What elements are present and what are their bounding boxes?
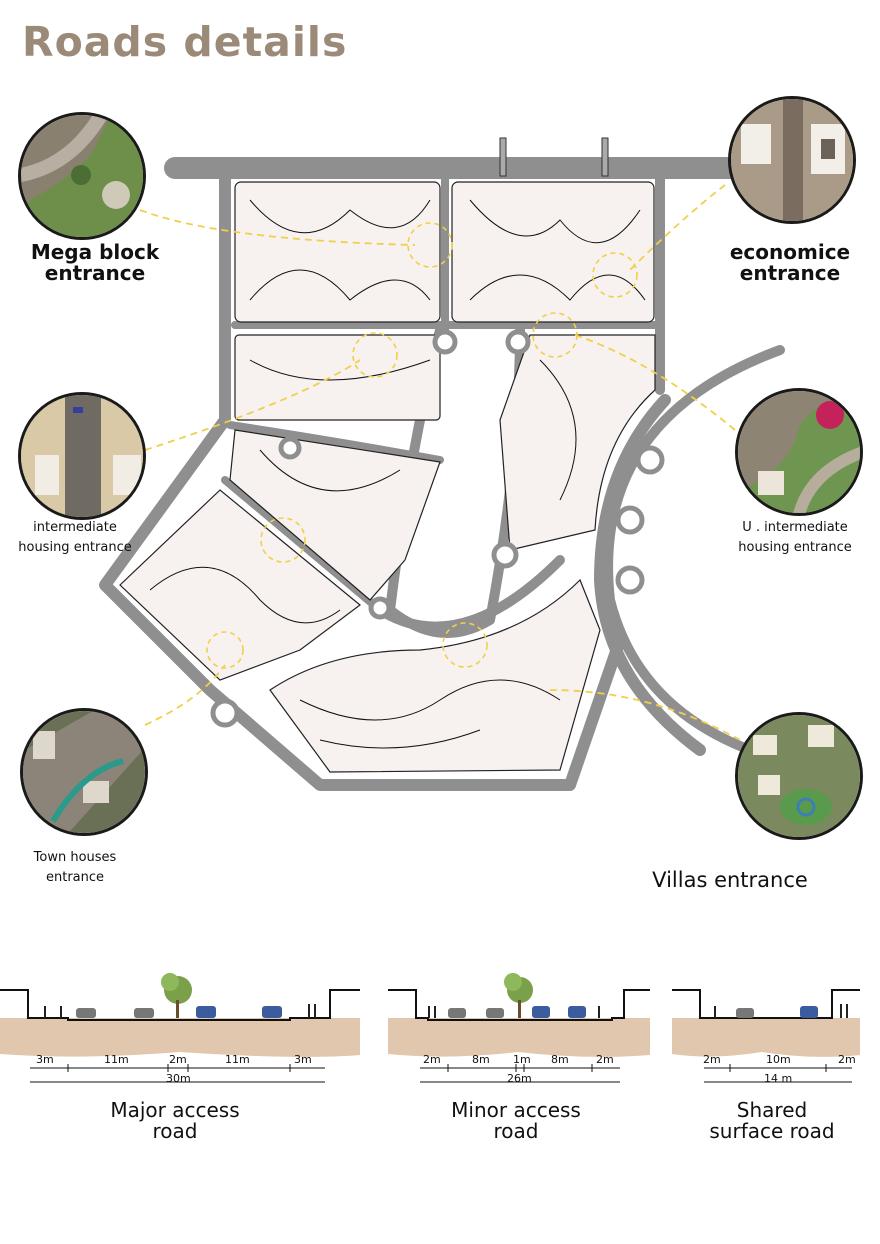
major-dim-4: 11m [225, 1053, 250, 1066]
west-housing-area [234, 334, 441, 421]
minor-dim-5: 2m [596, 1053, 614, 1066]
major-dim-lines [30, 1064, 325, 1083]
minor-dim-lines [420, 1064, 620, 1083]
major-dim-3: 2m [169, 1053, 187, 1066]
page-title: Roads details [22, 18, 348, 66]
u-intermediate-entrance-thumbnail [735, 388, 863, 516]
villas-entrance-thumbnail [735, 712, 863, 840]
mega-block-entrance-thumbnail [18, 112, 146, 240]
villas-arc [603, 345, 785, 765]
intermediate-entrance-thumbnail [18, 392, 146, 520]
shared-dim-2: 10m [766, 1053, 791, 1066]
minor-total: 26m [507, 1072, 532, 1085]
u-intermediate-area [499, 334, 656, 551]
major-dim-1: 3m [36, 1053, 54, 1066]
cross-road-2 [226, 421, 444, 464]
economic-entrance-thumbnail [728, 96, 856, 224]
shared-dim-3: 2m [838, 1053, 856, 1066]
master-plan [99, 137, 785, 791]
diagonal-road [221, 476, 384, 614]
minor-dim-1: 2m [423, 1053, 441, 1066]
mega-block-area [234, 181, 441, 323]
left-edge-road [99, 172, 626, 791]
shared-dim-lines [704, 1064, 852, 1083]
intermediate-area [229, 429, 441, 601]
minor-dim-2: 8m [472, 1053, 490, 1066]
shared-dim-1: 2m [703, 1053, 721, 1066]
town-houses-area [119, 489, 361, 681]
town-houses-entrance-thumbnail [20, 708, 148, 836]
shared-total: 14 m [764, 1072, 793, 1085]
major-dim-2: 11m [104, 1053, 129, 1066]
minor-road-section [388, 973, 650, 1057]
villas-area [269, 578, 601, 773]
minor-dim-3: 1m [513, 1053, 531, 1066]
shared-road-section [672, 989, 860, 1057]
economic-block-area [451, 181, 655, 323]
villas-label: Villas entrance [652, 868, 808, 892]
minor-dim-4: 8m [551, 1053, 569, 1066]
major-total: 30m [166, 1072, 191, 1085]
major-dim-5: 3m [294, 1053, 312, 1066]
major-road-section [0, 973, 360, 1057]
